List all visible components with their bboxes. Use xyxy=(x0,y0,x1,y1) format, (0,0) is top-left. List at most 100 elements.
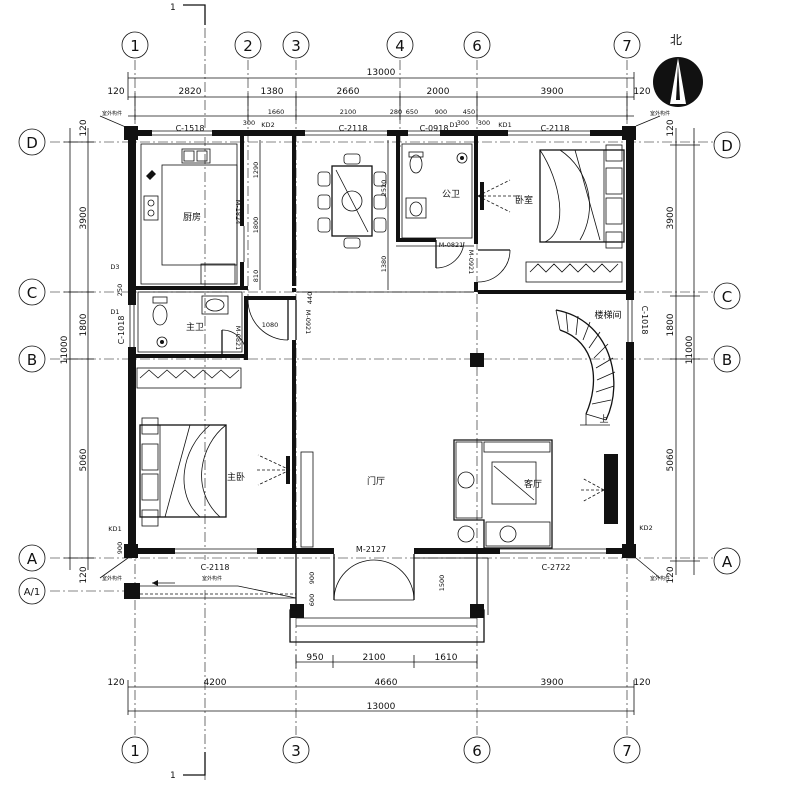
north-label: 北 xyxy=(670,33,682,47)
svg-text:5060: 5060 xyxy=(666,448,676,471)
axis-bubble: C xyxy=(18,278,46,306)
svg-text:D3: D3 xyxy=(110,263,119,271)
svg-text:6: 6 xyxy=(472,742,482,760)
dim-total-bottom: 13000 xyxy=(367,702,396,712)
svg-text:B: B xyxy=(722,351,732,369)
svg-text:KD2: KD2 xyxy=(639,524,652,532)
svg-text:M-2127: M-2127 xyxy=(356,545,386,554)
svg-text:120: 120 xyxy=(107,87,124,97)
svg-text:3: 3 xyxy=(291,742,301,760)
svg-text:7: 7 xyxy=(622,742,632,760)
staircase xyxy=(555,309,616,426)
axis-bubble: 6 xyxy=(463,736,491,764)
dining-set xyxy=(317,153,387,249)
column-axis-bubbles-bottom: 1 3 6 7 xyxy=(121,736,641,764)
svg-text:250: 250 xyxy=(116,284,124,296)
public-bath-fixtures xyxy=(401,143,473,239)
svg-text:300: 300 xyxy=(478,119,490,127)
svg-text:900: 900 xyxy=(435,108,447,116)
svg-text:7: 7 xyxy=(622,37,632,55)
svg-text:3900: 3900 xyxy=(541,678,564,688)
svg-text:C: C xyxy=(27,284,37,302)
room-label-kitchen: 厨房 xyxy=(183,211,201,223)
svg-text:室外构件: 室外构件 xyxy=(102,110,122,117)
svg-text:1380: 1380 xyxy=(261,87,284,97)
axis-bubble: 4 xyxy=(386,31,414,59)
svg-text:2100: 2100 xyxy=(340,108,357,116)
axis-bubble: 1 xyxy=(121,31,149,59)
svg-text:650: 650 xyxy=(406,108,418,116)
svg-text:室外构件: 室外构件 xyxy=(650,575,670,582)
top-dimension-lines: 13000 120 2820 1380 2660 2000 3900 120 3… xyxy=(107,68,650,127)
svg-text:120: 120 xyxy=(79,119,89,136)
room-labels: 厨房 公卫 卧室 主卫 楼梯间 主卧 门厅 客厅 上 xyxy=(183,189,622,490)
svg-text:1660: 1660 xyxy=(268,108,285,116)
svg-text:C-1018: C-1018 xyxy=(117,316,126,345)
svg-text:1290: 1290 xyxy=(252,162,260,179)
svg-text:室外构件: 室外构件 xyxy=(102,575,122,582)
svg-text:C: C xyxy=(722,288,732,306)
svg-text:3900: 3900 xyxy=(79,206,89,229)
svg-text:KD2: KD2 xyxy=(261,121,274,129)
svg-text:440: 440 xyxy=(306,292,314,304)
section-mark-label: 1 xyxy=(170,3,176,13)
svg-text:11000: 11000 xyxy=(60,335,70,364)
window-labels: C-1518 C-2118 C-0918 C-2118 C-1018 C-101… xyxy=(117,124,649,572)
svg-text:KD1: KD1 xyxy=(108,525,121,533)
inner-dimension-labels: 1290 1800 810 2520 1380 250 300 440 1080… xyxy=(116,140,446,606)
bedroom-fixtures xyxy=(477,144,625,283)
svg-text:A/1: A/1 xyxy=(24,587,41,598)
svg-text:300: 300 xyxy=(457,119,469,127)
svg-text:C-1018: C-1018 xyxy=(640,306,649,335)
svg-text:B: B xyxy=(27,351,37,369)
svg-text:900: 900 xyxy=(308,572,316,584)
right-dimension-lines: 120 3900 1800 5060 120 11000 xyxy=(666,119,700,584)
axis-bubble: 7 xyxy=(613,736,641,764)
window-openings xyxy=(127,129,635,555)
interior-walls xyxy=(124,136,626,618)
living-room-fixtures xyxy=(453,439,618,549)
svg-text:3900: 3900 xyxy=(666,206,676,229)
svg-text:D1: D1 xyxy=(110,308,119,316)
svg-text:4: 4 xyxy=(395,37,405,55)
door-labels: M-1824 M-0821 M-0921 M-0921 M-0821 M-212… xyxy=(108,121,652,554)
svg-text:900: 900 xyxy=(116,542,124,554)
svg-text:M-0821: M-0821 xyxy=(234,326,242,351)
room-label-master-bath: 主卫 xyxy=(186,321,204,333)
svg-text:120: 120 xyxy=(666,119,676,136)
svg-text:600: 600 xyxy=(308,594,316,606)
room-label-public-bath: 公卫 xyxy=(442,189,460,200)
svg-text:120: 120 xyxy=(107,678,124,688)
svg-text:KD1: KD1 xyxy=(498,121,511,129)
axis-bubble: A/1 xyxy=(18,577,46,605)
svg-text:M-0921: M-0921 xyxy=(467,250,475,275)
svg-text:2000: 2000 xyxy=(427,87,450,97)
svg-text:D1: D1 xyxy=(449,121,458,129)
svg-text:950: 950 xyxy=(306,653,323,663)
master-bedroom-fixtures xyxy=(136,367,314,548)
axis-bubble: D xyxy=(18,128,46,156)
door-swings xyxy=(221,226,511,601)
svg-text:C-1518: C-1518 xyxy=(176,124,205,133)
svg-text:C-2722: C-2722 xyxy=(542,563,571,572)
svg-text:C-0918: C-0918 xyxy=(420,124,449,133)
bottom-dimension-lines: 950 2100 1610 120 4200 4660 3900 120 130… xyxy=(107,653,651,715)
axis-bubble: B xyxy=(713,345,741,373)
svg-text:D: D xyxy=(721,137,733,155)
svg-text:室外构件: 室外构件 xyxy=(650,110,670,117)
svg-text:室外构件: 室外构件 xyxy=(202,575,222,582)
stair-up-label: 上 xyxy=(599,414,608,425)
axis-bubble: 3 xyxy=(282,31,310,59)
axis-bubble: A xyxy=(18,544,46,572)
svg-text:5060: 5060 xyxy=(79,448,89,471)
svg-text:1800: 1800 xyxy=(79,313,89,336)
svg-text:M-0821: M-0821 xyxy=(439,241,464,249)
outdoor-component-tags: 室外构件 室外构件 室外构件 室外构件 室外构件 xyxy=(99,110,670,582)
interior-outline-lines xyxy=(135,245,474,293)
axis-bubble: A xyxy=(713,547,741,575)
svg-text:2520: 2520 xyxy=(380,180,388,197)
svg-text:120: 120 xyxy=(79,566,89,583)
axis-bubble: 2 xyxy=(234,31,262,59)
svg-text:1: 1 xyxy=(130,742,140,760)
